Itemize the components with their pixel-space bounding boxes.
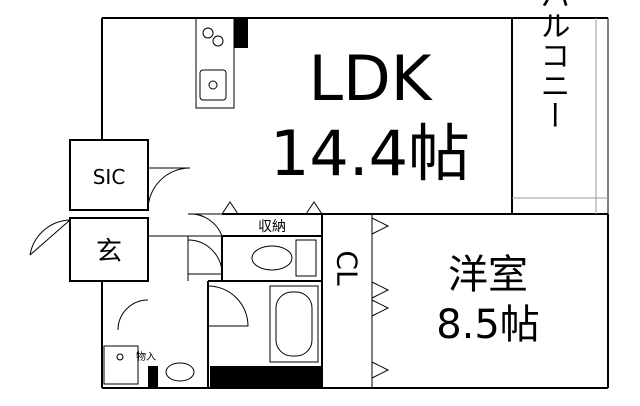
bathtub	[269, 285, 319, 363]
laundry-storage-label: 物入	[136, 350, 156, 363]
kitchen-counter	[195, 17, 235, 109]
western-room-size-label: 8.5帖	[436, 302, 540, 348]
western-room-name-label: 洋室	[448, 252, 528, 298]
ldk-name-label: LDK	[309, 42, 433, 115]
doors	[29, 167, 249, 331]
storage-label: 収納	[258, 219, 286, 235]
sic-label: SIC	[93, 165, 126, 189]
ldk-size-label: 14.4帖	[270, 117, 470, 190]
wall-blocks	[148, 18, 322, 388]
balcony-label: バルコニー	[535, 0, 570, 130]
balcony-railing	[512, 18, 608, 214]
toilet	[251, 239, 317, 277]
closet-label: CL	[331, 250, 364, 286]
washbasin	[103, 345, 195, 385]
entrance-label: 玄	[96, 237, 122, 267]
sliding-door-markers	[221, 201, 390, 379]
interior-walls	[102, 18, 608, 388]
